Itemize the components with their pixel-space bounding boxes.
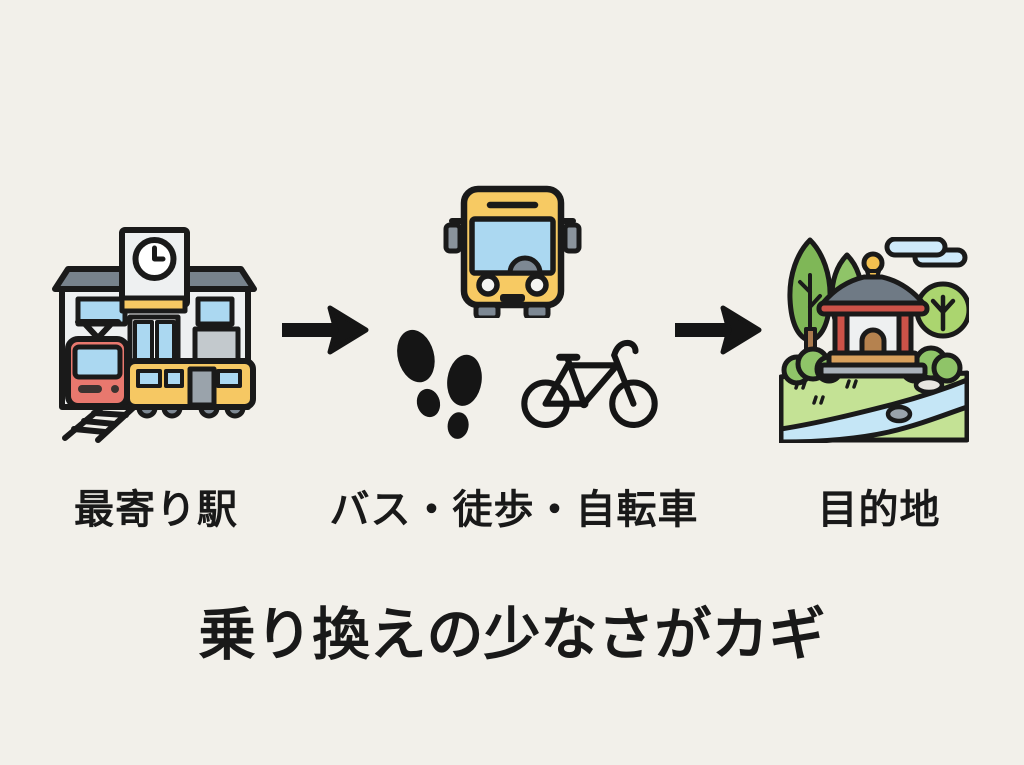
right-arrow-icon	[675, 305, 762, 355]
step-label-station: 最寄り駅	[74, 488, 238, 532]
round-tree-icon	[914, 281, 969, 339]
temple-destination-icon	[779, 237, 969, 443]
stone	[885, 404, 913, 424]
grass-tufts	[794, 379, 858, 405]
clock-icon	[132, 237, 177, 281]
train-station-icon	[52, 227, 257, 443]
step-label-destination: 目的地	[817, 488, 941, 532]
headline: 乗り換えの少なさがカギ	[198, 603, 826, 667]
river	[779, 377, 969, 443]
step-label-transit: バス・徒歩・自転車	[329, 488, 699, 532]
footprint-left	[397, 329, 441, 418]
footprint-right	[447, 354, 482, 439]
stone	[913, 375, 945, 395]
temple-building	[816, 251, 930, 379]
bus-icon	[443, 185, 582, 318]
right-arrow-icon	[282, 305, 369, 355]
cloud-icon	[884, 237, 968, 268]
railroad-track	[62, 404, 137, 443]
bicycle-icon	[521, 339, 658, 428]
train-car	[124, 358, 256, 419]
footsteps-icon	[397, 329, 482, 439]
red-train	[65, 336, 130, 409]
